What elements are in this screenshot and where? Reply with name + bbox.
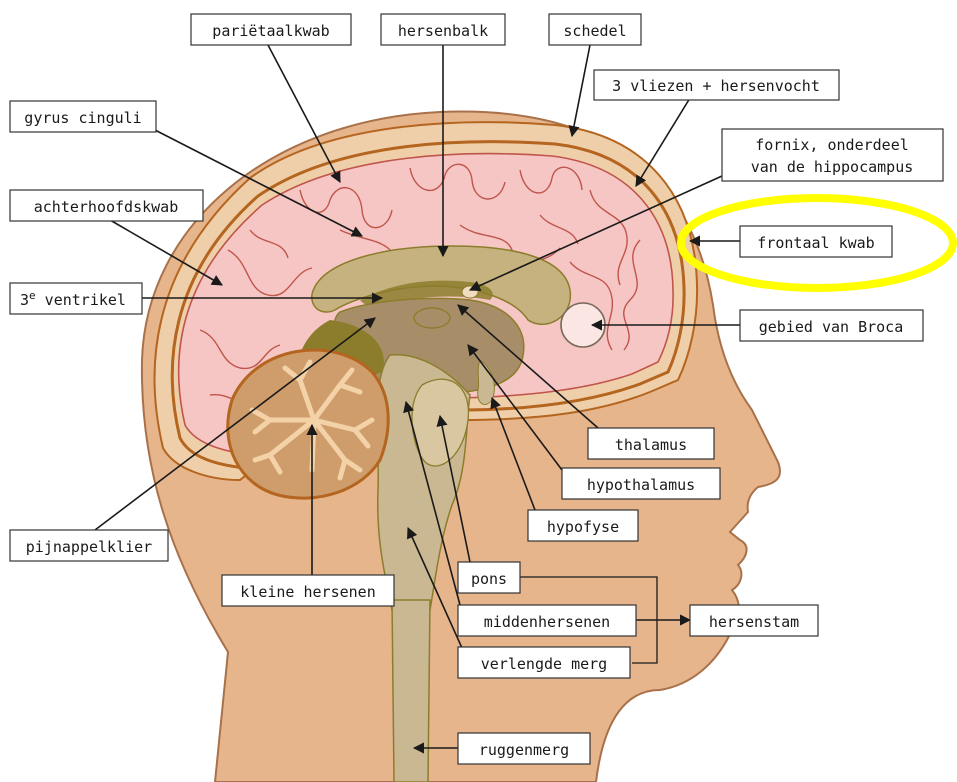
label-pijnappelklier: pijnappelklier — [10, 530, 168, 561]
label-hypofyse: hypofyse — [528, 510, 638, 541]
label-text: 3 vliezen + hersenvocht — [612, 77, 820, 95]
label-hypothalamus: hypothalamus — [562, 468, 720, 499]
label-text: ruggenmerg — [479, 741, 569, 759]
label-text-line1: fornix, onderdeel — [755, 136, 909, 154]
label-thalamus: thalamus — [588, 428, 714, 459]
label-text: hypothalamus — [587, 476, 695, 494]
label-parietaalkwab: pariëtaalkwab — [191, 14, 351, 45]
label-text: hersenbalk — [398, 22, 488, 40]
label-text: 3e ventrikel — [20, 289, 126, 309]
label-achterhoofdskwab: achterhoofdskwab — [10, 190, 203, 221]
label-text: pijnappelklier — [26, 538, 152, 556]
label-text: pons — [471, 570, 507, 588]
label-text: verlengde merg — [481, 655, 607, 673]
label-text: gebied van Broca — [759, 318, 904, 336]
label-text: middenhersenen — [484, 613, 610, 631]
ventrikel-superscript: e — [29, 289, 36, 302]
label-text: pariëtaalkwab — [212, 22, 329, 40]
label-pons: pons — [458, 562, 520, 593]
label-text: hypofyse — [547, 518, 619, 536]
ventrikel-prefix: 3 — [20, 291, 29, 309]
label-text: schedel — [563, 22, 626, 40]
label-text: kleine hersenen — [240, 583, 375, 601]
label-verlengde-merg: verlengde merg — [458, 647, 630, 678]
label-vliezen: 3 vliezen + hersenvocht — [594, 70, 839, 100]
label-text-line2: van de hippocampus — [751, 158, 914, 176]
label-fornix: fornix, onderdeel van de hippocampus — [722, 129, 943, 181]
label-hersenstam: hersenstam — [690, 605, 818, 636]
label-3e-ventrikel: 3e ventrikel — [10, 283, 142, 314]
label-kleine-hersenen: kleine hersenen — [222, 575, 394, 606]
label-ruggenmerg: ruggenmerg — [458, 733, 590, 764]
ventrikel-suffix: ventrikel — [36, 291, 126, 309]
label-schedel: schedel — [549, 14, 641, 45]
spinal-cord — [392, 600, 430, 782]
label-text: hersenstam — [709, 613, 799, 631]
label-gebied-van-broca: gebied van Broca — [740, 310, 923, 341]
label-hersenbalk: hersenbalk — [381, 14, 505, 45]
label-gyrus-cinguli: gyrus cinguli — [10, 101, 156, 132]
label-frontaal-kwab: frontaal kwab — [740, 226, 892, 257]
label-text: achterhoofdskwab — [34, 198, 179, 216]
label-text: frontaal kwab — [757, 234, 874, 252]
label-text: thalamus — [615, 436, 687, 454]
label-text: gyrus cinguli — [24, 109, 141, 127]
label-middenhersenen: middenhersenen — [458, 605, 636, 636]
